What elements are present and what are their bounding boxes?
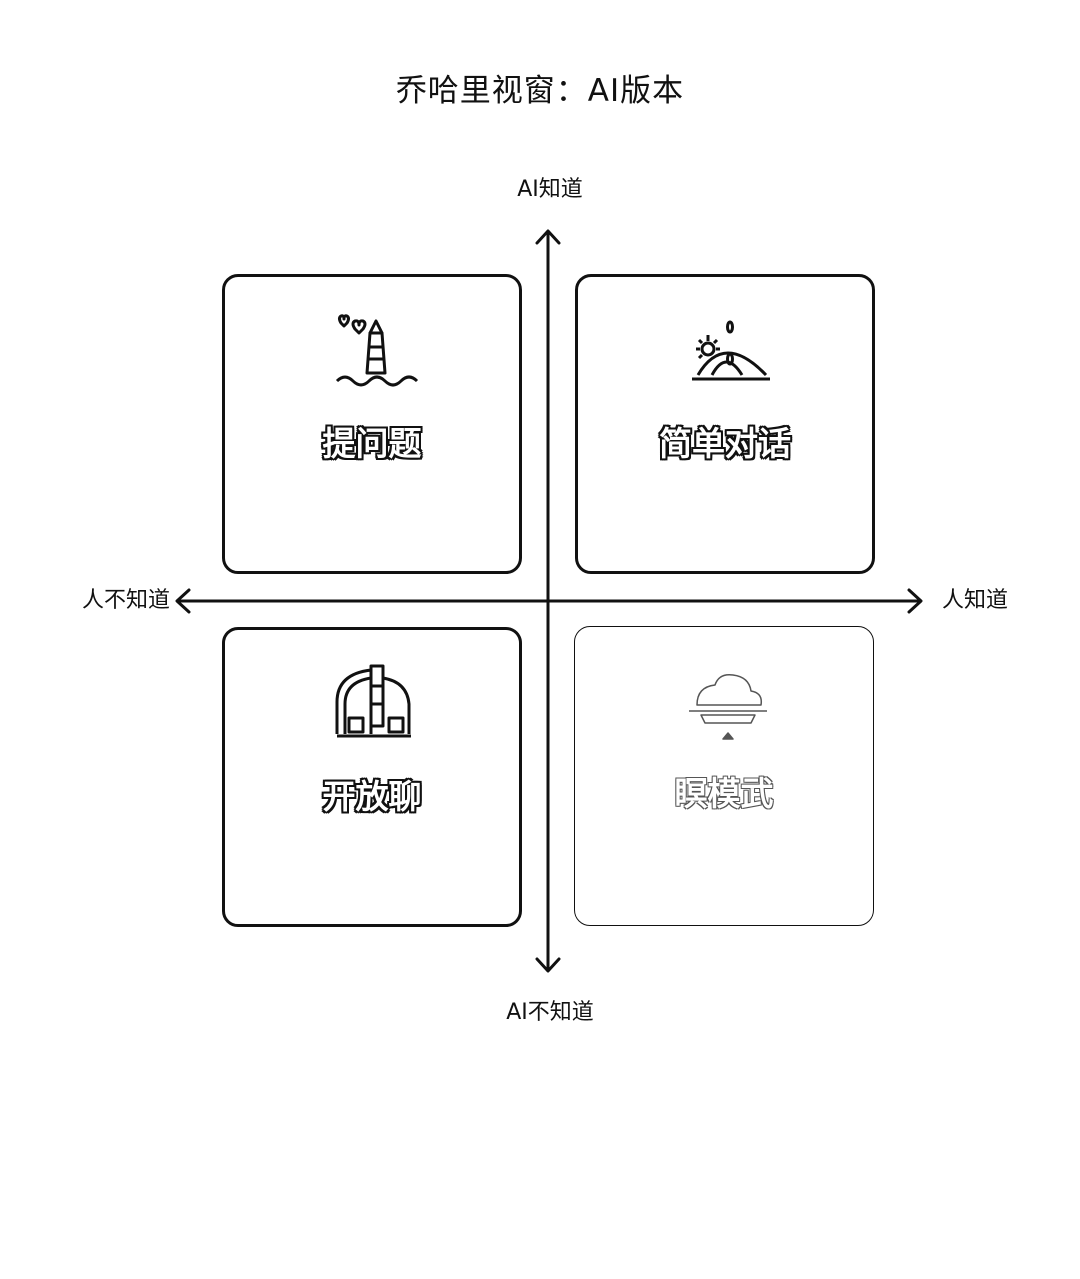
lighthouse-icon	[335, 314, 419, 387]
quadrant-top-right: 简单对话	[575, 274, 875, 574]
arrow-up-icon	[535, 229, 561, 245]
quadrant-label: 开放聊	[322, 777, 422, 816]
page-title: 乔哈里视窗：AI版本	[395, 73, 685, 109]
axis-label-top: AI知道	[517, 177, 583, 202]
axis-label-right: 人知道	[942, 588, 1009, 613]
quadrant-top-left: 提问题	[222, 274, 522, 574]
quadrant-bottom-left: 开放聊	[222, 627, 522, 927]
quadrant-label: 简单对话	[659, 424, 791, 463]
cloud-icon	[689, 673, 767, 740]
sunrise-icon	[692, 320, 770, 381]
gate-icon	[335, 664, 411, 738]
axis-label-bottom: AI不知道	[506, 1000, 594, 1025]
quadrant-label: 提问题	[322, 424, 422, 463]
axis-label-left: 人不知道	[81, 588, 170, 613]
quadrant-bottom-right: 瞑模武	[574, 626, 874, 926]
arrow-down-icon	[535, 957, 561, 973]
arrow-right-icon	[907, 588, 923, 614]
arrow-left-icon	[175, 588, 191, 614]
quadrant-label: 瞑模武	[674, 774, 774, 813]
